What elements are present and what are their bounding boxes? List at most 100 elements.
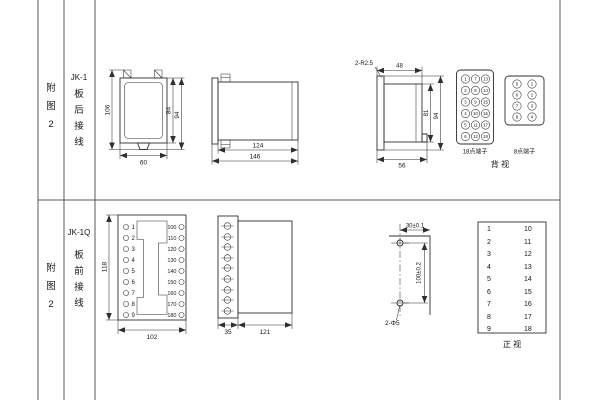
case-outline — [119, 77, 168, 144]
row1-header-labels: 附 图 2 JK-1 板 后 接 线 — [46, 73, 88, 148]
dim-text-100: 100±0.2 — [417, 262, 423, 284]
screw-slots — [221, 225, 234, 312]
table-cell: 1 — [487, 226, 491, 233]
front-view-caption: 正 视 — [503, 339, 521, 349]
wiring-label-char: 前 — [74, 265, 84, 277]
terminal-circle — [481, 120, 490, 130]
terminal-number: 7 — [516, 104, 519, 109]
fig-label-char: 2 — [48, 119, 53, 130]
terminal-number: 12 — [473, 134, 478, 139]
table-cell: 11 — [524, 239, 531, 246]
terminal-number: 4 — [464, 111, 467, 116]
pin-number: 130 — [167, 258, 176, 264]
terminal-circle — [461, 120, 470, 130]
row2-header-labels: 附 图 2 JK-1Q 板 前 接 线 — [46, 228, 90, 310]
terminal-circle — [461, 109, 470, 118]
pin-number: 100 — [167, 225, 176, 231]
terminal-block-8: 5 1 6 2 7 3 8 4 8点端子 — [504, 75, 545, 156]
pin-circle — [178, 301, 185, 307]
pin-number: 1 — [132, 225, 136, 231]
dim-text-118: 118 — [102, 261, 109, 272]
terminal-circle — [481, 74, 490, 84]
row1-front-view: 106 84 94 60 — [105, 69, 185, 167]
row2-front-view: 1 2 3 4 5 6 7 8 9 100 110 120 130 140 15… — [102, 214, 187, 341]
table-cell: 2 — [487, 239, 491, 246]
terminal-number: 1 — [464, 77, 467, 82]
case-body — [217, 81, 299, 141]
row1-side-view: 124 146 — [211, 73, 299, 165]
pin-circle — [123, 268, 129, 274]
terminal-circle — [471, 120, 480, 130]
terminal-block-8-label: 8点端子 — [514, 148, 535, 156]
pin-circle — [178, 290, 185, 296]
mounting-screws — [123, 69, 163, 79]
terminal-number: 4 — [531, 115, 534, 120]
table-cell: 8 — [487, 314, 491, 321]
table-cell: 17 — [524, 314, 532, 321]
pin-number: 150 — [167, 280, 176, 286]
pin-circle — [178, 268, 185, 274]
terminal-number: 5 — [516, 82, 519, 87]
terminal-number: 11 — [473, 123, 478, 128]
terminal-number: 7 — [474, 77, 477, 82]
socket-step — [421, 133, 428, 143]
pin-circle — [178, 257, 185, 263]
pin-circle — [123, 235, 129, 241]
hole-bottom — [396, 299, 404, 307]
terminal-circle — [512, 112, 522, 122]
dim-text-84: 84 — [166, 107, 173, 115]
terminal-block-outline — [456, 69, 494, 145]
pin-number: 6 — [132, 280, 136, 286]
dim-text-94b: 94 — [434, 112, 440, 119]
dim-text-48: 48 — [396, 64, 403, 70]
wiring-label-char: 板 — [74, 88, 84, 100]
case-inner-outline — [124, 82, 163, 139]
row2-side-view: 35 121 — [217, 215, 293, 336]
pin-number: 180 — [167, 313, 176, 319]
radius-note: 2-R2.5 — [355, 61, 374, 67]
table-cell: 4 — [487, 264, 491, 271]
terminal-number: 13 — [483, 77, 488, 82]
dim-text-30: 30±0.1 — [406, 224, 425, 230]
pin-circle — [123, 257, 129, 263]
wiring-label-char: 板 — [74, 249, 84, 261]
panel-edge — [389, 235, 431, 315]
pin-circle — [178, 246, 185, 252]
wiring-label-char: 后 — [74, 105, 84, 116]
terminal-circle — [512, 101, 522, 111]
socket-flange — [376, 75, 385, 151]
terminal-number: 3 — [464, 100, 467, 105]
pin-circle — [178, 235, 185, 241]
terminal-number: 2 — [464, 88, 467, 93]
fig-label-char: 附 — [46, 82, 56, 94]
terminal-block-18: 1 7 13 2 8 14 3 9 15 4 10 16 5 11 17 6 1… — [456, 69, 494, 156]
terminal-circle — [471, 109, 480, 118]
pin-number: 120 — [167, 247, 176, 253]
terminal-circle — [461, 132, 470, 141]
terminal-studs — [220, 73, 231, 149]
pin-circle — [123, 301, 129, 307]
table-cell: 9 — [487, 326, 491, 333]
terminal-circle — [527, 79, 537, 89]
dim-text-56: 56 — [398, 163, 406, 170]
pin-number: 160 — [167, 291, 176, 297]
pin-circle — [178, 224, 185, 230]
terminal-circle — [512, 90, 522, 100]
pin-number: 3 — [132, 247, 136, 253]
terminal-circle — [461, 97, 470, 107]
leader-line — [396, 306, 400, 321]
table-cell: 18 — [524, 326, 532, 333]
terminal-number: 6 — [516, 93, 519, 98]
wiring-label-char: 接 — [74, 281, 84, 293]
panel-outline — [117, 214, 187, 321]
terminal-circle — [527, 90, 537, 100]
terminal-circle — [471, 86, 480, 95]
fig-label-char: 图 — [46, 101, 56, 112]
table-cell: 12 — [524, 251, 532, 258]
table-cell: 6 — [487, 289, 491, 296]
bottom-tab — [136, 142, 151, 150]
pin-number: 5 — [132, 269, 136, 275]
wiring-label-char: 线 — [74, 297, 84, 309]
dim-text-35: 35 — [224, 329, 232, 336]
